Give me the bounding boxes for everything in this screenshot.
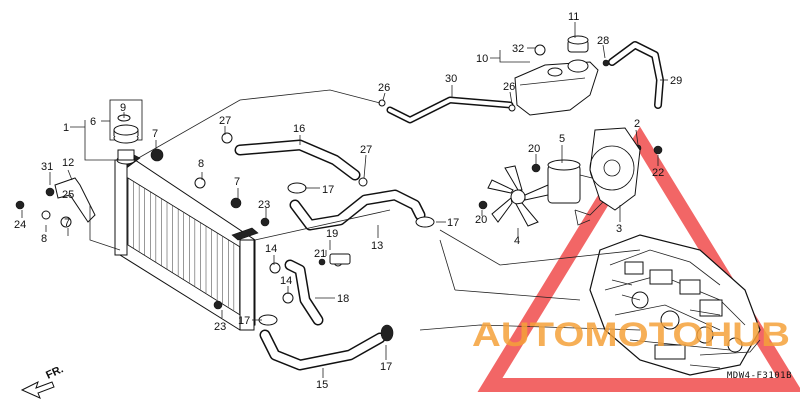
- part-number-17: 17: [380, 361, 392, 373]
- part-number-7: 7: [64, 217, 70, 229]
- part-number-19: 19: [326, 228, 338, 240]
- part-number-27: 27: [360, 144, 372, 156]
- part-number-11: 11: [568, 11, 579, 23]
- part-number-31: 31: [41, 161, 53, 173]
- part-number-7: 7: [234, 176, 240, 188]
- part-number-25: 25: [62, 189, 74, 201]
- part-number-17: 17: [447, 217, 459, 229]
- part-number-21: 21: [314, 248, 326, 260]
- engine-block: [589, 234, 761, 376]
- part-number-26: 26: [503, 81, 515, 93]
- thermo-switch: [318, 253, 351, 266]
- cooling-fan: [487, 165, 549, 227]
- radiator: [114, 154, 259, 331]
- part-number-14: 14: [280, 275, 292, 287]
- part-number-1: 1: [63, 122, 69, 134]
- part-number-7: 7: [152, 128, 158, 140]
- front-arrow-label: FR.: [44, 363, 65, 381]
- watermark-triangle: [477, 126, 800, 392]
- part-number-17: 17: [322, 184, 334, 196]
- part-number-23: 23: [214, 321, 226, 333]
- fan-shroud: [589, 127, 641, 211]
- part-number-17: 17: [238, 315, 250, 327]
- part-number-22: 22: [652, 167, 664, 179]
- hose-clamps: [258, 182, 435, 342]
- front-direction-arrow: FR.: [20, 363, 65, 399]
- stay-bracket: [15, 177, 96, 228]
- part-number-18: 18: [337, 293, 349, 305]
- part-number-15: 15: [316, 379, 328, 391]
- part-number-20: 20: [528, 143, 540, 155]
- reserve-tank: [514, 35, 599, 116]
- part-number-12: 12: [62, 157, 74, 169]
- part-number-28: 28: [597, 35, 609, 47]
- part-number-26: 26: [378, 82, 390, 94]
- part-number-23: 23: [258, 199, 270, 211]
- watermark-word: AUTOMOTOHUB: [472, 316, 790, 354]
- part-number-4: 4: [514, 235, 520, 247]
- part-number-3: 3: [616, 223, 622, 235]
- radiator-cap: [109, 99, 143, 165]
- part-number-30: 30: [445, 73, 457, 85]
- part-number-13: 13: [371, 240, 383, 252]
- part-number-8: 8: [198, 158, 204, 170]
- part-number-6: 6: [90, 116, 96, 128]
- part-number-24: 24: [14, 219, 26, 231]
- watermark-text: AUTOMOTOHUB: [472, 316, 790, 354]
- part-number-14: 14: [265, 243, 277, 255]
- part-number-labels: 1 2 3 4 5 6 7 7 7 8 8 9 10 11 12 13 14 1…: [14, 11, 682, 391]
- part-number-2: 2: [634, 118, 640, 130]
- part-number-8: 8: [41, 233, 47, 245]
- part-number-27: 27: [219, 115, 231, 127]
- part-number-10: 10: [476, 53, 488, 65]
- part-number-16: 16: [293, 123, 305, 135]
- leader-lines: [21, 22, 668, 378]
- part-number-20: 20: [475, 214, 487, 226]
- part-number-9: 9: [120, 102, 126, 114]
- hoses: [234, 41, 664, 371]
- part-number-29: 29: [670, 75, 682, 87]
- part-number-5: 5: [559, 133, 565, 145]
- document-code: MDW4-F3101B: [726, 371, 792, 381]
- part-number-32: 32: [512, 43, 524, 55]
